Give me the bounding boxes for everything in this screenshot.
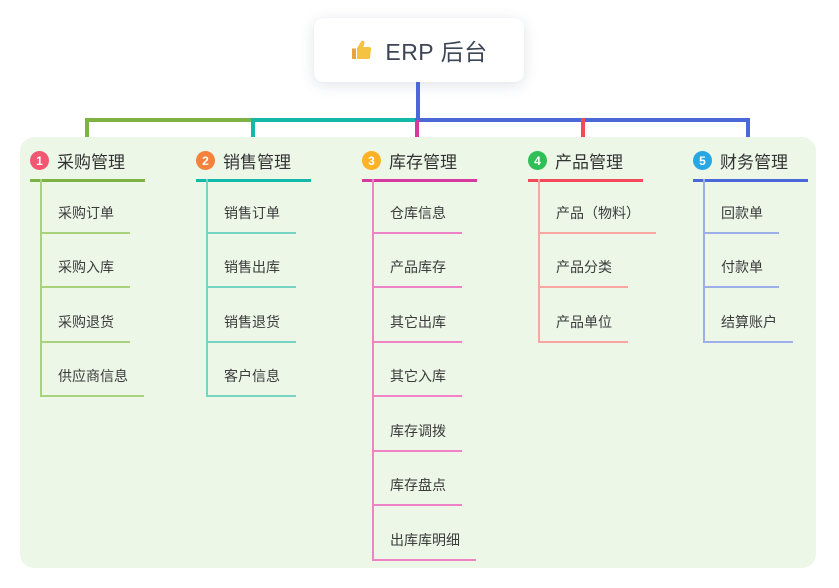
branch-drop-line <box>85 118 89 147</box>
child-node-label: 产品库存 <box>372 257 462 288</box>
child-node-label: 结算账户 <box>703 312 793 343</box>
child-node[interactable]: 产品分类 <box>538 234 656 288</box>
child-node-label: 库存调拨 <box>372 421 462 452</box>
child-node[interactable]: 库存盘点 <box>372 452 477 506</box>
branch: 1 采购管理 采购订单 采购入库 采购退货 供应商信息 <box>30 147 145 397</box>
child-node-label: 产品分类 <box>538 257 628 288</box>
branch-title-node[interactable]: 2 销售管理 <box>196 147 311 182</box>
branch: 2 销售管理 销售订单 销售出库 销售退货 客户信息 <box>196 147 311 397</box>
child-node-label: 库存盘点 <box>372 475 462 506</box>
branch-connector-line <box>206 179 208 397</box>
branches-panel: 1 采购管理 采购订单 采购入库 采购退货 供应商信息 2 销售管理 销售订单 … <box>20 137 816 568</box>
root-node[interactable]: ERP 后台 <box>314 18 524 82</box>
branch-title-label: 财务管理 <box>720 153 788 172</box>
branch: 3 库存管理 仓库信息 产品库存 其它出库 其它入库 库存调拨 库存盘点 出库库… <box>362 147 477 561</box>
child-node-label: 销售订单 <box>206 203 296 234</box>
branch-number-badge: 1 <box>30 151 49 170</box>
child-node-label: 付款单 <box>703 257 779 288</box>
child-node[interactable]: 产品单位 <box>538 288 656 343</box>
branch: 5 财务管理 回款单 付款单 结算账户 <box>693 147 808 343</box>
child-node[interactable]: 采购退货 <box>40 288 145 343</box>
branch-connector-line <box>40 179 42 397</box>
branch-children: 仓库信息 产品库存 其它出库 其它入库 库存调拨 库存盘点 出库库明细 <box>372 179 477 561</box>
child-node-label: 销售出库 <box>206 257 296 288</box>
child-node[interactable]: 供应商信息 <box>40 343 145 397</box>
branch-title-node[interactable]: 5 财务管理 <box>693 147 808 182</box>
child-node[interactable]: 其它出库 <box>372 288 477 343</box>
rail-segment <box>251 118 417 122</box>
branch-title-node[interactable]: 3 库存管理 <box>362 147 477 182</box>
child-node-label: 销售退货 <box>206 312 296 343</box>
child-node-label: 其它出库 <box>372 312 462 343</box>
branch-number-badge: 4 <box>528 151 547 170</box>
child-node[interactable]: 结算账户 <box>703 288 808 343</box>
child-node[interactable]: 库存调拨 <box>372 397 477 452</box>
branch-number-badge: 2 <box>196 151 215 170</box>
branch-title-label: 采购管理 <box>57 153 125 172</box>
branch-drop-line <box>415 120 419 147</box>
branch-number-badge: 5 <box>693 151 712 170</box>
child-node[interactable]: 销售出库 <box>206 234 311 288</box>
branch: 4 产品管理 产品（物料） 产品分类 产品单位 <box>528 147 656 343</box>
child-node-label: 采购订单 <box>40 203 130 234</box>
branch-connector-line <box>538 179 540 343</box>
child-node-label: 出库库明细 <box>372 530 476 561</box>
child-node-label: 供应商信息 <box>40 366 144 397</box>
child-node[interactable]: 采购入库 <box>40 234 145 288</box>
child-node[interactable]: 其它入库 <box>372 343 477 397</box>
branch-children: 回款单 付款单 结算账户 <box>703 179 808 343</box>
child-node-label: 客户信息 <box>206 366 296 397</box>
child-node-label: 产品（物料） <box>538 203 656 234</box>
child-node[interactable]: 仓库信息 <box>372 179 477 234</box>
child-node-label: 采购入库 <box>40 257 130 288</box>
branch-drop-line <box>581 118 585 147</box>
branch-connector-line <box>703 179 705 343</box>
rail-segment <box>85 118 255 122</box>
child-node-label: 产品单位 <box>538 312 628 343</box>
branch-title-label: 库存管理 <box>389 153 457 172</box>
child-node[interactable]: 销售订单 <box>206 179 311 234</box>
branch-title-label: 销售管理 <box>223 153 291 172</box>
child-node[interactable]: 客户信息 <box>206 343 311 397</box>
child-node[interactable]: 销售退货 <box>206 288 311 343</box>
branch-children: 销售订单 销售出库 销售退货 客户信息 <box>206 179 311 397</box>
child-node[interactable]: 采购订单 <box>40 179 145 234</box>
root-drop-line <box>416 82 420 120</box>
branch-drop-line <box>746 118 750 147</box>
child-node[interactable]: 产品（物料） <box>538 179 656 234</box>
root-node-label: ERP 后台 <box>385 39 488 65</box>
branch-connector-line <box>372 179 374 561</box>
child-node-label: 采购退货 <box>40 312 130 343</box>
branch-drop-line <box>251 118 255 147</box>
child-node[interactable]: 付款单 <box>703 234 808 288</box>
branch-children: 采购订单 采购入库 采购退货 供应商信息 <box>40 179 145 397</box>
child-node-label: 回款单 <box>703 203 779 234</box>
branch-number-badge: 3 <box>362 151 381 170</box>
branch-title-label: 产品管理 <box>555 153 623 172</box>
child-node-label: 仓库信息 <box>372 203 462 234</box>
child-node-label: 其它入库 <box>372 366 462 397</box>
branch-children: 产品（物料） 产品分类 产品单位 <box>538 179 656 343</box>
thumbs-up-icon <box>350 38 374 62</box>
child-node[interactable]: 回款单 <box>703 179 808 234</box>
child-node[interactable]: 出库库明细 <box>372 506 477 561</box>
branch-title-node[interactable]: 4 产品管理 <box>528 147 643 182</box>
branch-title-node[interactable]: 1 采购管理 <box>30 147 145 182</box>
child-node[interactable]: 产品库存 <box>372 234 477 288</box>
